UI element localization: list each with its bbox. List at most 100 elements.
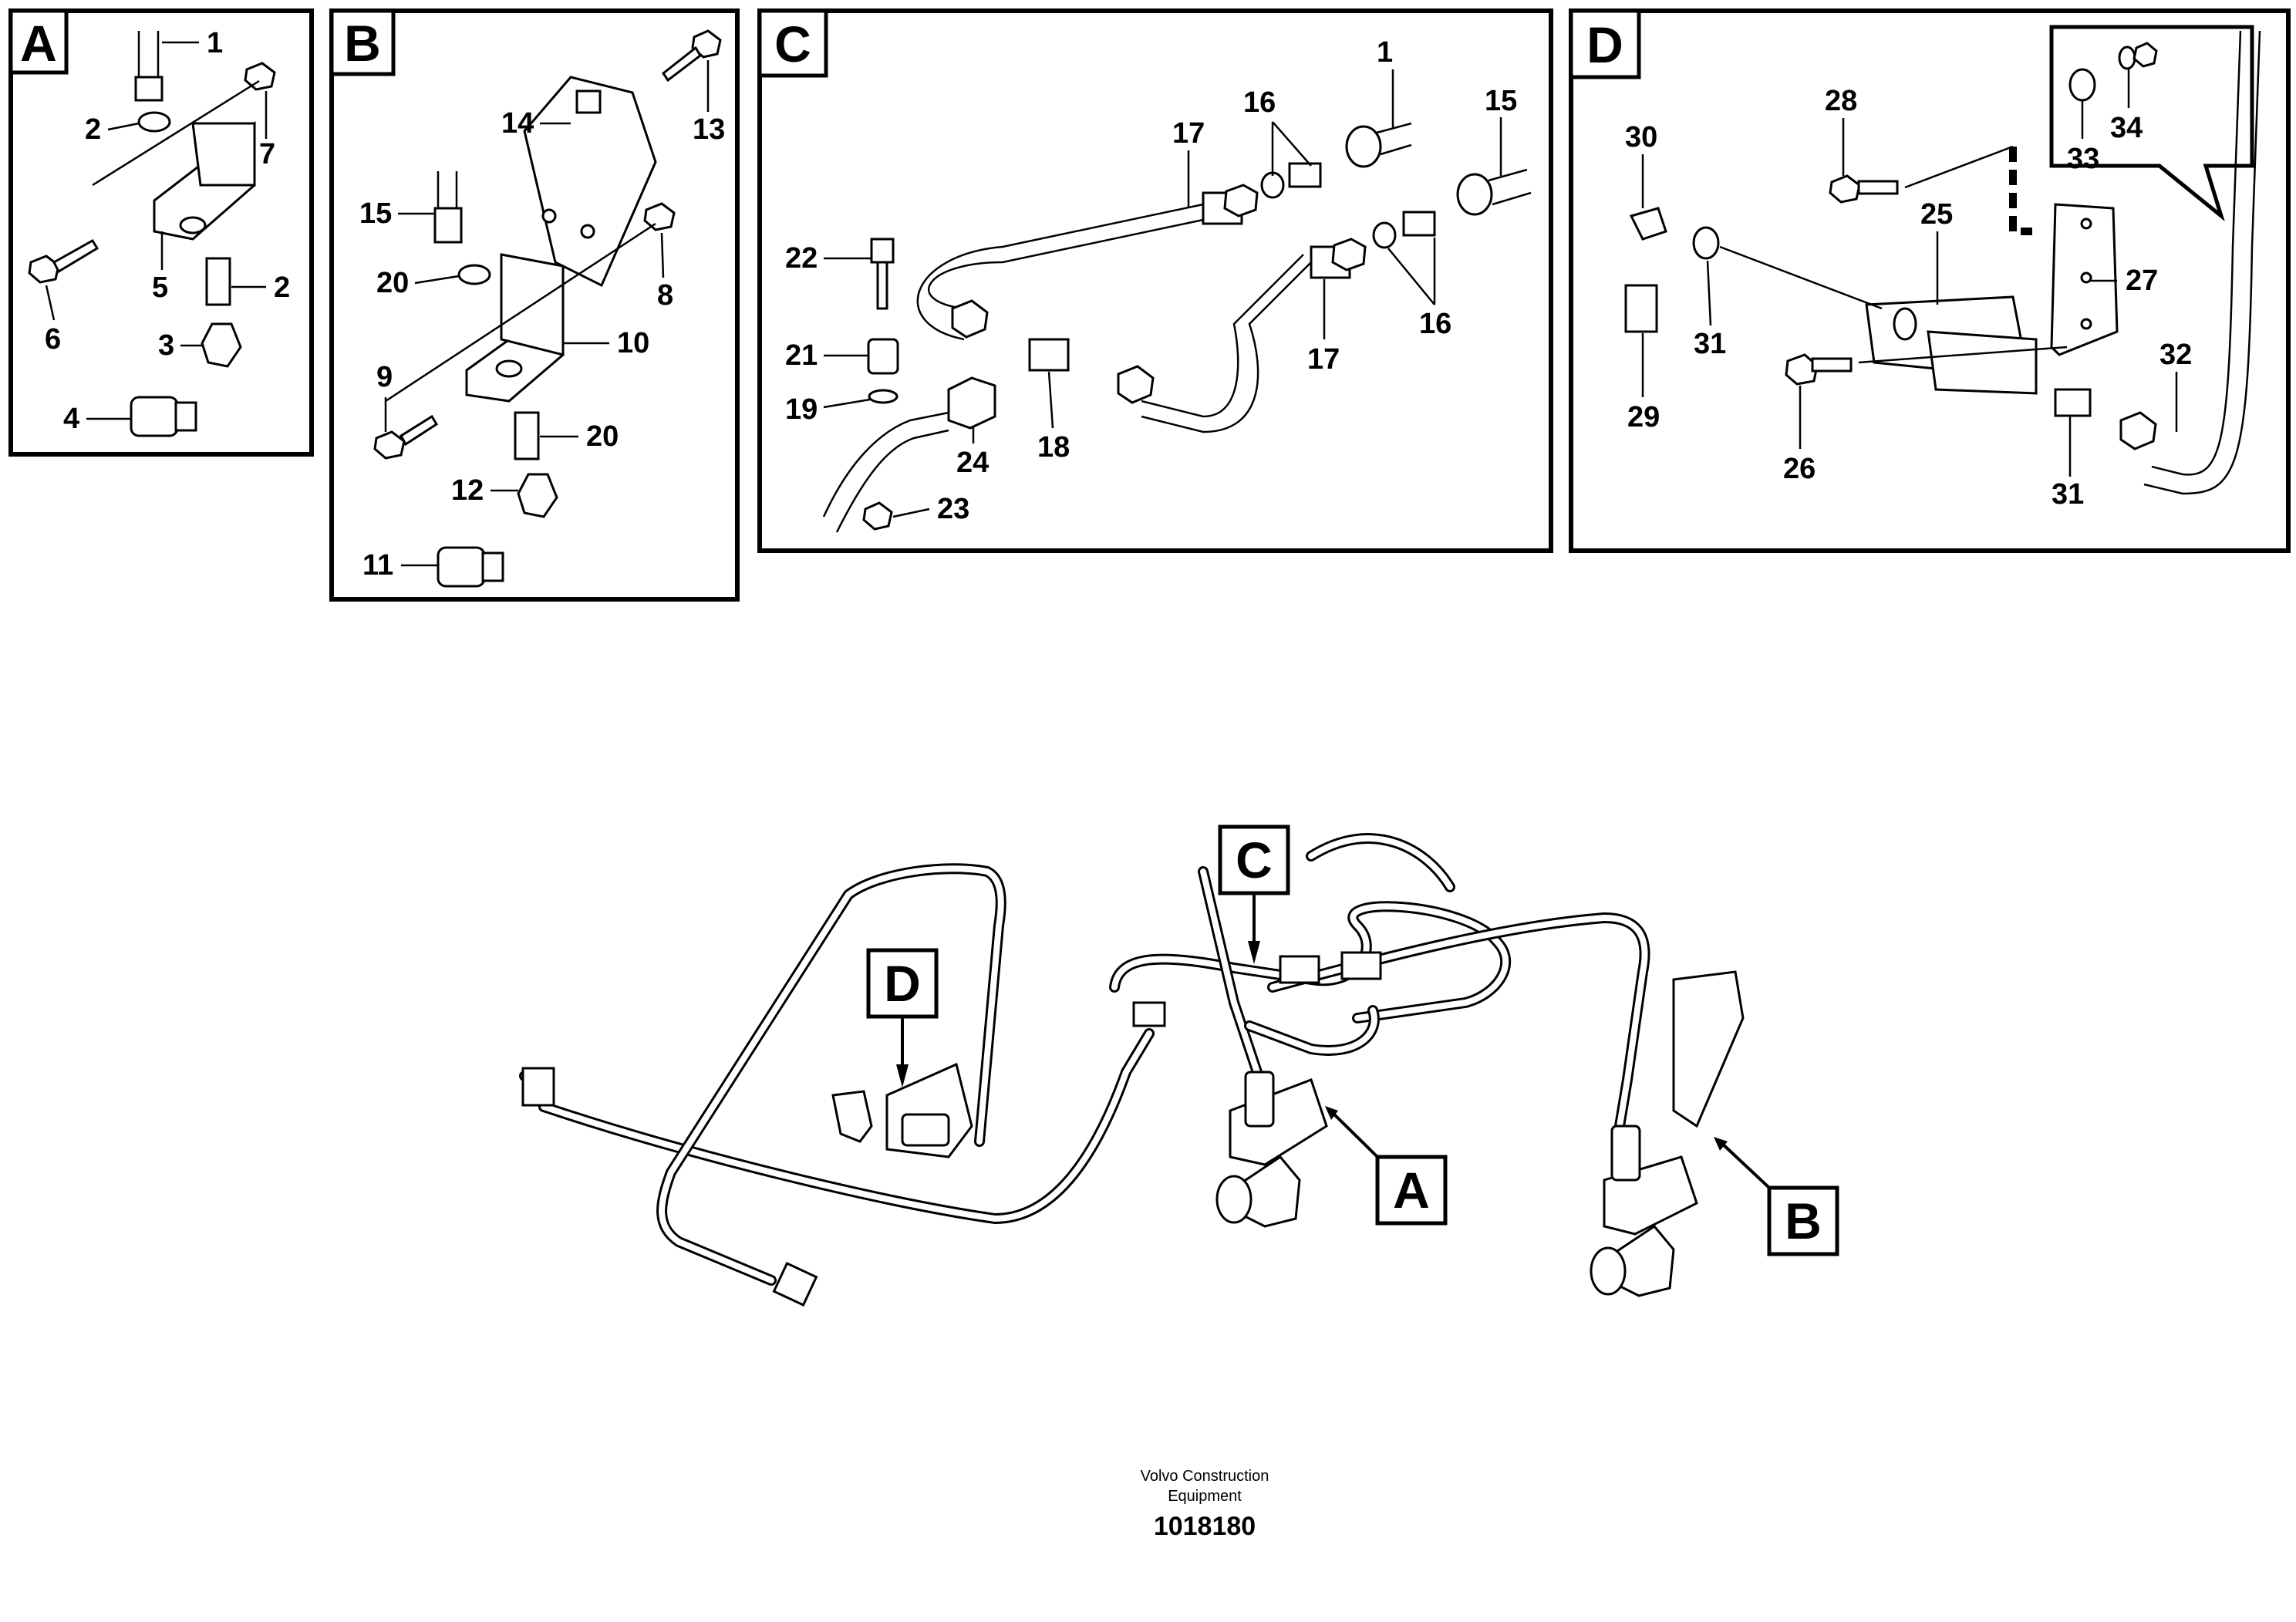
panel-c-label-16b: 16 <box>1419 308 1451 340</box>
callout-d-box <box>866 948 939 1019</box>
panel-a-label-4: 4 <box>63 403 79 435</box>
panel-d-label-33: 33 <box>2067 143 2099 175</box>
leader <box>107 122 140 131</box>
panel-b-frame <box>329 8 740 602</box>
panel-b-label-12: 12 <box>451 474 484 507</box>
hose-15 <box>437 171 458 208</box>
bolt-13-shank <box>661 46 702 83</box>
panel-b-label-20b: 20 <box>586 420 619 453</box>
washer-2 <box>137 111 171 133</box>
washer <box>2118 46 2136 70</box>
adapter-2 <box>205 257 231 306</box>
bolt-8 <box>643 202 676 231</box>
fitting-c-tee <box>1132 1001 1166 1027</box>
connector-b <box>1590 1246 1627 1296</box>
panel-a-letter-box <box>8 8 69 75</box>
bolt-6 <box>28 255 60 284</box>
bolt-9 <box>373 430 406 460</box>
pipe <box>835 429 949 533</box>
leader <box>1706 260 1712 326</box>
panel-b-label-10: 10 <box>617 327 649 359</box>
pipe-c-loop-inner <box>1111 903 1509 1021</box>
dash-indicator <box>2009 147 2032 235</box>
panel-d-label-31: 31 <box>1694 328 1726 360</box>
panel-b-letter-box <box>329 8 396 76</box>
panel-d-label-34: 34 <box>2110 112 2143 144</box>
nut-15 <box>1456 173 1493 216</box>
detail-panel-d: D 28 30 34 <box>1569 8 2291 553</box>
leader-line <box>385 222 656 403</box>
spacer-21 <box>867 338 899 375</box>
callout-a-arrowhead <box>1325 1106 1338 1120</box>
panel-a-letter: A <box>20 15 57 72</box>
panel-d-label-32: 32 <box>2159 339 2192 371</box>
panel-b-label-15: 15 <box>359 197 392 230</box>
leader <box>1387 238 1436 305</box>
callout-c-letter: C <box>1236 831 1273 889</box>
pipe-32 <box>2151 30 2242 476</box>
hose-nut <box>134 76 164 102</box>
fitting-b <box>1610 1125 1641 1182</box>
leader-line <box>92 79 260 187</box>
connector-a <box>1215 1175 1253 1224</box>
bracket-14 <box>523 76 657 288</box>
bolt-26 <box>1785 353 1819 386</box>
nut-32 <box>2119 411 2157 450</box>
leader <box>823 398 871 409</box>
panel-c-label-24: 24 <box>956 447 989 479</box>
leader-line <box>1719 245 1883 310</box>
nut <box>1223 184 1259 218</box>
panel-b-label-13: 13 <box>693 113 725 146</box>
panel-a-label-2: 2 <box>85 113 101 146</box>
leader <box>660 232 665 278</box>
callout-b-box <box>1767 1185 1839 1256</box>
panel-b-label-9: 9 <box>376 361 393 393</box>
connector-4 <box>130 396 179 437</box>
bolt-head-22 <box>870 238 895 264</box>
hose-lower <box>1141 261 1312 433</box>
bracket-14-hole <box>541 208 557 224</box>
pipe-32 <box>2143 30 2261 495</box>
company-name-line2: Equipment <box>1168 1488 1242 1505</box>
pipe-end-nut <box>521 1067 555 1107</box>
nut-14 <box>575 89 602 114</box>
detail-panel-c: C 1 16 15 17 <box>757 8 1553 553</box>
hose-lower <box>1141 254 1304 418</box>
leader <box>892 508 930 518</box>
panel-c-frame <box>757 8 1553 553</box>
detail-panel-b: B 14 13 15 20 <box>329 8 740 602</box>
callout-a-box <box>1375 1155 1448 1226</box>
panel-a-frame <box>8 8 314 457</box>
pipe-c-extra-inner <box>1246 835 1453 1054</box>
company-name-line1: Volvo Construction <box>1141 1468 1269 1485</box>
panel-b-label-20: 20 <box>376 267 409 299</box>
panel-d-label-31b: 31 <box>2052 478 2084 511</box>
callout-a-arrow <box>1329 1109 1379 1158</box>
fitting-d <box>831 1090 873 1143</box>
panel-c-label-15: 15 <box>1485 85 1517 117</box>
washer-31 <box>1692 226 1720 260</box>
bracket-hole <box>495 359 523 378</box>
panel-d-label-29: 29 <box>1627 401 1660 433</box>
fitting-c <box>1279 955 1320 984</box>
nut <box>951 299 989 339</box>
panel-a-label-1: 1 <box>207 27 223 59</box>
bolt-7 <box>244 62 276 91</box>
footer: Volvo Construction Equipment 1018180 <box>1141 1468 1269 1541</box>
bolt-9-shank <box>400 414 439 447</box>
connector-11 <box>437 546 486 588</box>
panel-c-label-21: 21 <box>785 339 818 372</box>
panel-d-letter: D <box>1586 16 1623 73</box>
panel-c-label-17: 17 <box>1172 117 1205 150</box>
bracket-25-base <box>1927 330 2038 395</box>
hose-1 <box>1376 122 1412 156</box>
nut-34 <box>2132 42 2158 68</box>
bracket-a <box>1229 1078 1328 1166</box>
panel-c-letter-box <box>757 8 828 78</box>
bracket-hole <box>179 216 207 234</box>
callout-b-arrow <box>1718 1140 1771 1189</box>
panel-d-label-25: 25 <box>1920 198 1953 231</box>
connector-11-nut <box>481 551 504 582</box>
callout-a-letter: A <box>1393 1162 1430 1219</box>
